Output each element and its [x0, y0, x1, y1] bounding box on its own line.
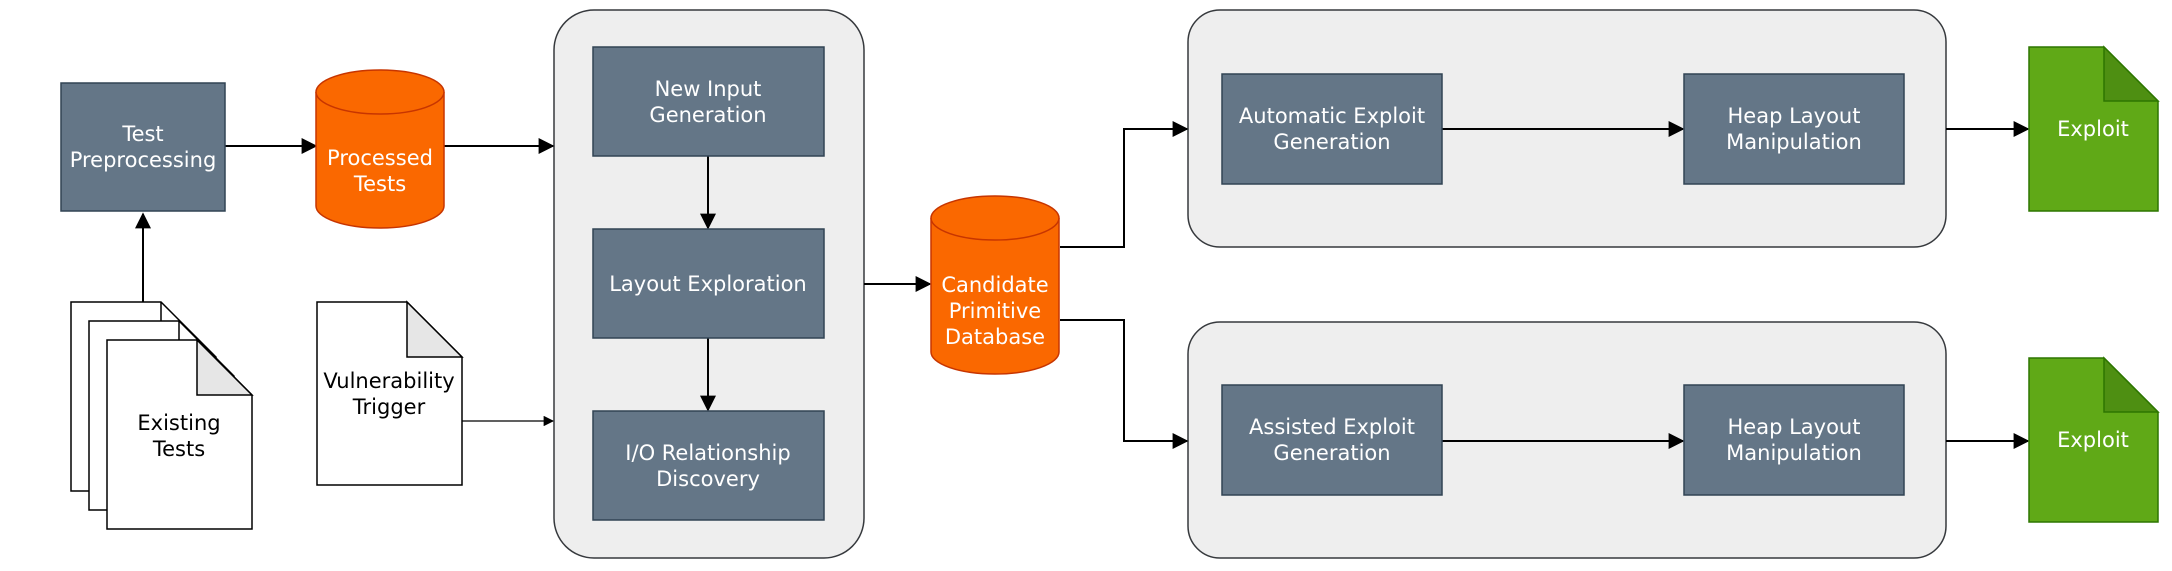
test-preprocessing-label-line: Test [121, 122, 163, 146]
heap-layout-manipulation-bottom-box [1683, 384, 1905, 496]
edges [135, 121, 2030, 449]
new-input-generation-box [592, 46, 825, 157]
candidate-primitive-database-label-line: Candidate [941, 273, 1048, 297]
exploit-bottom-label-line: Exploit [2057, 428, 2129, 452]
automatic-exploit-generation-label-line: Generation [1273, 130, 1390, 154]
io-relationship-discovery-label-line: I/O Relationship [625, 441, 790, 465]
layout-exploration-label: Layout Exploration [609, 272, 807, 296]
existing-tests-label-line: Tests [152, 437, 205, 461]
heap-layout-manipulation-bottom-label-line: Heap Layout [1728, 415, 1861, 439]
candidate-primitive-database-label-line: Primitive [949, 299, 1041, 323]
test-preprocessing-label-line: Preprocessing [70, 148, 217, 172]
vulnerability-trigger-label-line: Trigger [352, 395, 426, 419]
heap-layout-manipulation-top-box [1683, 73, 1905, 185]
exploit-bottom-label: Exploit [2057, 428, 2129, 452]
new-input-generation-label-line: New Input [655, 77, 762, 101]
test-preprocessing-box [60, 82, 226, 212]
automatic-exploit-generation-label-line: Automatic Exploit [1239, 104, 1425, 128]
assisted-exploit-generation-label-line: Assisted Exploit [1249, 415, 1415, 439]
candidate-primitive-database-cylinder [930, 195, 1060, 375]
assisted-exploit-generation-box [1221, 384, 1443, 496]
layout-exploration-label-line: Layout Exploration [609, 272, 807, 296]
existing-tests-stack [70, 301, 254, 530]
exploit-top-label: Exploit [2057, 117, 2129, 141]
heap-layout-manipulation-top-label-line: Manipulation [1726, 130, 1862, 154]
candidate-primitive-database-label-line: Database [945, 325, 1045, 349]
vulnerability-trigger-document [316, 300, 464, 486]
vulnerability-trigger-label-line: Vulnerability [323, 369, 454, 393]
io-relationship-discovery-label-line: Discovery [656, 467, 760, 491]
edge-database-to-assisted [1060, 319, 1189, 449]
processed-tests-label-line: Processed [327, 146, 433, 170]
heap-layout-manipulation-bottom-label-line: Manipulation [1726, 441, 1862, 465]
heap-layout-manipulation-top-label-line: Heap Layout [1728, 104, 1861, 128]
existing-tests-label-line: Existing [137, 411, 220, 435]
assisted-exploit-generation-label-line: Generation [1273, 441, 1390, 465]
io-relationship-discovery-box [592, 410, 825, 521]
automatic-exploit-generation-box [1221, 73, 1443, 185]
processed-tests-cylinder [315, 69, 445, 229]
exploit-bottom-document [2028, 356, 2160, 523]
exploit-top-document [2028, 45, 2160, 212]
new-input-generation-label-line: Generation [649, 103, 766, 127]
exploit-top-label-line: Exploit [2057, 117, 2129, 141]
layout-exploration-box [592, 228, 825, 339]
edge-database-to-automatic [1060, 121, 1189, 248]
processed-tests-label-line: Tests [353, 172, 406, 196]
